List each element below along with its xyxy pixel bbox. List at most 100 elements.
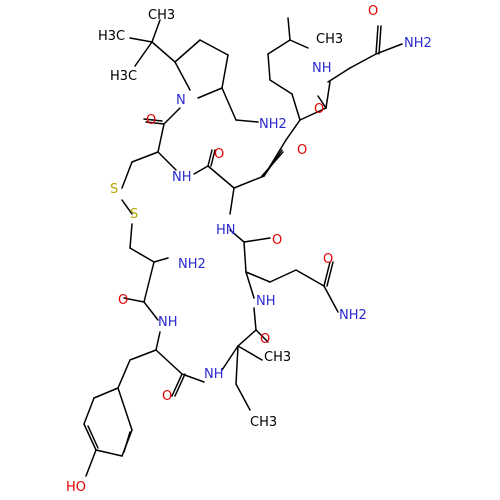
- bond-66: [129, 349, 157, 361]
- methyl-label-4: CH3: [264, 350, 291, 365]
- bond-42: [375, 25, 379, 55]
- bond-69: [83, 397, 95, 425]
- bond-44: [375, 43, 403, 55]
- methyl-label-3: H3C: [110, 69, 137, 84]
- methyl-label-6: CH3: [316, 32, 343, 47]
- carbonyl-oxygen-10: O: [368, 4, 378, 19]
- carbonyl-oxygen-6: O: [323, 252, 333, 267]
- terminal-amide-nh2: NH2: [404, 36, 432, 51]
- bond-29: [229, 187, 235, 215]
- bond-47: [243, 241, 247, 273]
- amide-nh-4: NH: [256, 294, 276, 309]
- bond-17: [121, 199, 133, 215]
- bond-8: [197, 87, 223, 99]
- bond-5: [174, 39, 201, 63]
- bond-22: [207, 149, 213, 167]
- bond-55: [253, 307, 257, 331]
- side-chain-amide-nh2: NH2: [339, 308, 367, 323]
- bond-60: [235, 345, 239, 385]
- amide-nh-2: NH: [312, 61, 332, 76]
- bond-70: [83, 423, 97, 451]
- bond-4: [174, 61, 191, 91]
- bond-30: [285, 119, 301, 141]
- bond-16: [121, 161, 133, 189]
- bond-13: [143, 118, 163, 122]
- bond-31: [291, 93, 301, 121]
- amine-nh2: NH2: [178, 257, 206, 272]
- bond-53: [323, 285, 339, 313]
- carbonyl-oxygen-5: O: [272, 233, 282, 248]
- bond-14: [157, 123, 165, 153]
- bond-33: [267, 53, 271, 81]
- bond-74: [87, 425, 99, 449]
- bond-34: [267, 39, 291, 55]
- bond-20: [157, 151, 177, 171]
- bond-12: [145, 121, 165, 125]
- bond-51: [323, 261, 331, 287]
- bond-32: [269, 79, 293, 95]
- bond-68: [93, 387, 119, 399]
- bond-65: [155, 349, 183, 375]
- bond-45: [229, 229, 245, 243]
- bond-28: [261, 151, 284, 177]
- bond-80: [143, 261, 155, 303]
- bond-58: [237, 345, 263, 361]
- bond-25: [233, 175, 265, 189]
- methyl-label-2: CH3: [148, 8, 175, 23]
- bond-11: [163, 107, 181, 125]
- bond-78: [143, 301, 159, 321]
- methyl-label-1: H3C: [98, 29, 125, 44]
- hydroxyl-label: HO: [66, 480, 86, 495]
- bond-23: [210, 149, 216, 167]
- bond-76: [85, 449, 97, 477]
- bond-81: [153, 257, 169, 263]
- sulfur-1: S: [110, 182, 118, 197]
- amide-hn-3: HN: [216, 223, 236, 238]
- bond-21: [193, 165, 209, 175]
- bond-75: [123, 431, 131, 453]
- bond-9: [221, 87, 237, 121]
- bonds: [83, 17, 403, 477]
- bond-62: [181, 373, 205, 383]
- bond-24: [207, 165, 235, 189]
- bond-52: [326, 261, 334, 287]
- amide-nh-6: NH: [204, 367, 224, 382]
- bond-59: [221, 345, 239, 371]
- bond-0: [129, 37, 153, 43]
- amide-nh2-center: NH2: [259, 117, 287, 132]
- bond-10: [235, 119, 259, 123]
- bond-63: [171, 373, 183, 397]
- bond-41: [349, 53, 377, 69]
- bond-40: [327, 67, 351, 83]
- bond-38: [325, 81, 331, 109]
- carbonyl-oxygen-1: O: [146, 113, 156, 128]
- atom-labels: H3C CH3 H3C N NH2 O NH O O NH O HN O S S…: [66, 4, 432, 495]
- methyl-label-5: CH3: [250, 415, 277, 430]
- bond-50: [295, 269, 325, 287]
- bond-71: [95, 449, 123, 457]
- bond-54: [245, 271, 255, 299]
- bond-1: [151, 19, 161, 43]
- carbonyl-oxygen-8: O: [118, 293, 128, 308]
- bond-67: [117, 359, 131, 389]
- carbonyl-oxygen-9: O: [162, 389, 172, 404]
- bond-49: [269, 269, 297, 283]
- bond-7: [221, 54, 229, 89]
- bond-46: [243, 237, 271, 243]
- bond-35: [289, 39, 309, 49]
- bond-37: [299, 107, 327, 121]
- bond-57: [237, 329, 257, 347]
- bond-61: [235, 383, 251, 411]
- bond-64: [174, 373, 186, 397]
- bond-15: [131, 151, 159, 163]
- amide-nh-1: NH: [172, 170, 192, 185]
- bond-3: [151, 41, 176, 63]
- bond-19: [129, 247, 155, 263]
- carbonyl-oxygen-7: O: [260, 332, 270, 347]
- bond-39: [317, 95, 327, 109]
- bond-6: [199, 39, 229, 56]
- bond-2: [134, 41, 153, 67]
- bond-56: [255, 329, 269, 343]
